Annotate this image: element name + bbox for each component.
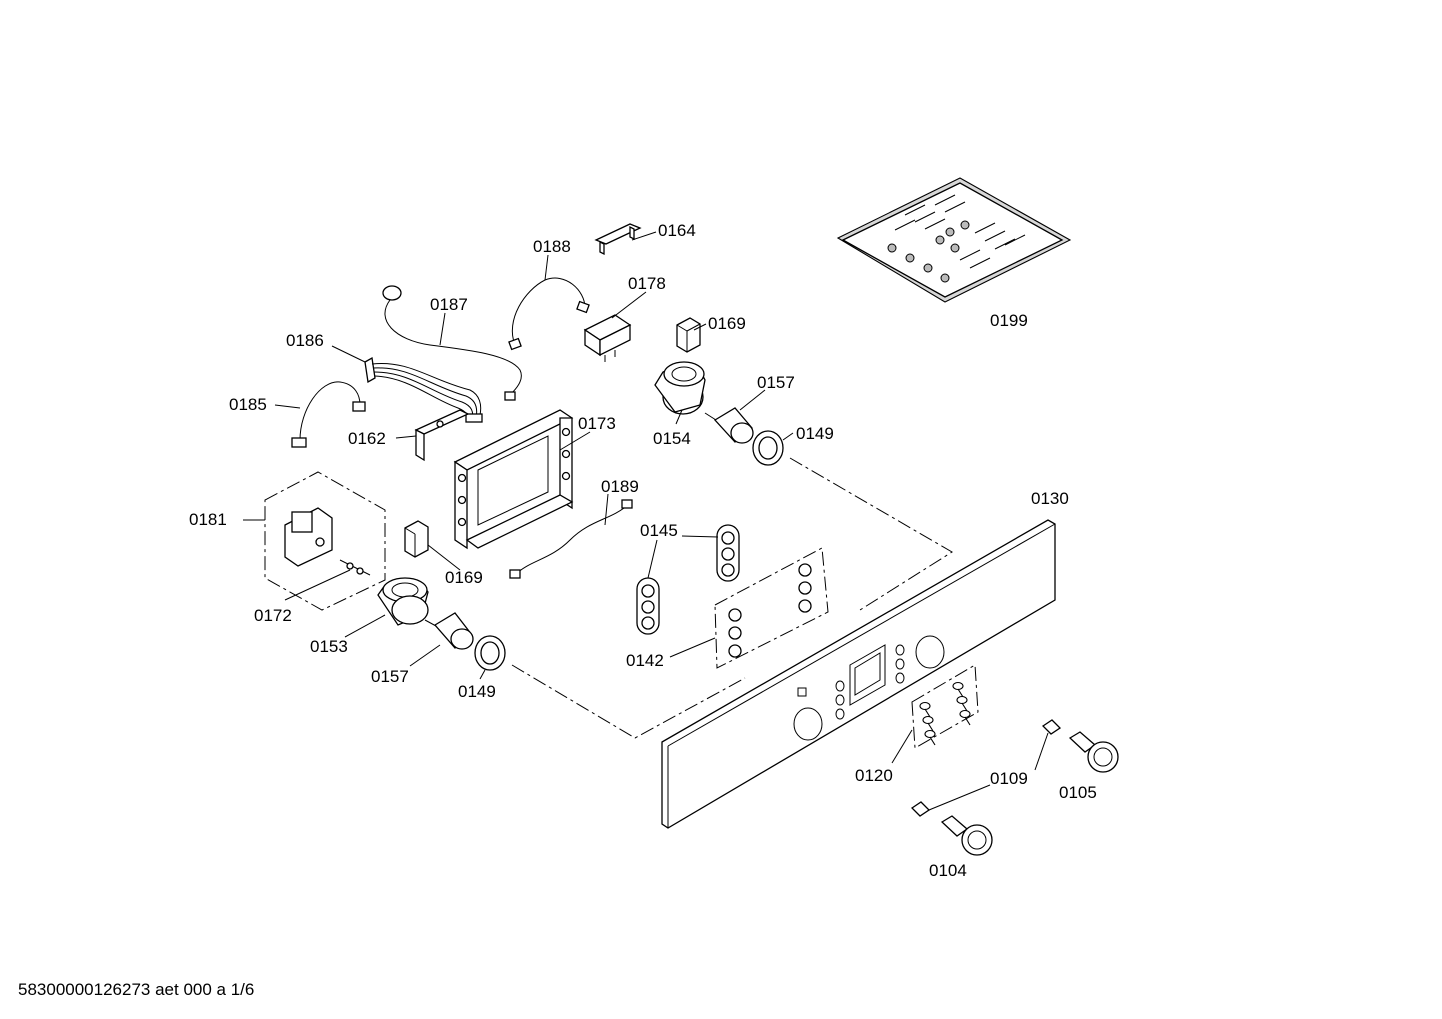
part-0169-upper xyxy=(676,317,701,353)
part-0157-upper xyxy=(704,407,754,444)
part-0105-knob xyxy=(1068,731,1119,773)
part-0153-housing xyxy=(377,577,429,626)
label-0188: 0188 xyxy=(533,237,571,256)
part-0173-frame xyxy=(453,409,574,550)
part-0186-ribbon-cable xyxy=(364,356,483,423)
label-0199: 0199 xyxy=(990,311,1028,330)
label-0149-upper: 0149 xyxy=(796,424,834,443)
label-0169-upper: 0169 xyxy=(708,314,746,333)
part-0187-cable xyxy=(382,285,522,401)
leader-lines xyxy=(243,231,1049,811)
label-0157-upper: 0157 xyxy=(757,373,795,392)
part-0149-ring-upper xyxy=(752,430,784,466)
label-0130: 0130 xyxy=(1031,489,1069,508)
label-0178: 0178 xyxy=(628,274,666,293)
label-0149-lower: 0149 xyxy=(458,682,496,701)
label-0189: 0189 xyxy=(601,477,639,496)
label-0169-lower: 0169 xyxy=(445,568,483,587)
part-0162-clip xyxy=(414,409,470,462)
assembly-lines xyxy=(511,457,953,739)
label-0173: 0173 xyxy=(578,414,616,433)
label-0187: 0187 xyxy=(430,295,468,314)
label-0154: 0154 xyxy=(653,429,691,448)
part-0145-button-strips xyxy=(636,524,740,635)
part-0157-lower xyxy=(424,612,474,650)
label-0142: 0142 xyxy=(626,651,664,670)
part-labels: 0188 0164 0187 0178 0169 0186 0157 0185 … xyxy=(189,221,1097,880)
part-0169-lower xyxy=(404,520,429,558)
label-0181: 0181 xyxy=(189,510,227,529)
label-0157-lower: 0157 xyxy=(371,667,409,686)
label-0109: 0109 xyxy=(990,769,1028,788)
part-0189-cable xyxy=(509,499,633,579)
label-0172: 0172 xyxy=(254,606,292,625)
part-0154-housing xyxy=(654,361,706,415)
label-0105: 0105 xyxy=(1059,783,1097,802)
label-0162: 0162 xyxy=(348,429,386,448)
label-0153: 0153 xyxy=(310,637,348,656)
label-0145: 0145 xyxy=(640,521,678,540)
part-0164 xyxy=(594,223,642,256)
part-0130-front-panel xyxy=(661,519,1056,829)
part-0178-switch xyxy=(583,314,632,362)
part-0199-screw-bag xyxy=(836,177,1072,303)
label-0185: 0185 xyxy=(229,395,267,414)
part-0120-screws xyxy=(911,664,979,749)
label-0164: 0164 xyxy=(658,221,696,240)
part-0104-knob xyxy=(940,815,993,856)
part-0149-ring-lower xyxy=(474,635,506,671)
label-0186: 0186 xyxy=(286,331,324,350)
part-0181-control-assembly xyxy=(264,471,386,611)
part-0188-cable xyxy=(508,277,590,351)
label-0120: 0120 xyxy=(855,766,893,785)
part-0185-cable xyxy=(291,381,366,448)
part-0142-buttons xyxy=(714,547,829,669)
label-0104: 0104 xyxy=(929,861,967,880)
drawing-reference-footer: 58300000126273 aet 000 a 1/6 xyxy=(18,980,255,999)
